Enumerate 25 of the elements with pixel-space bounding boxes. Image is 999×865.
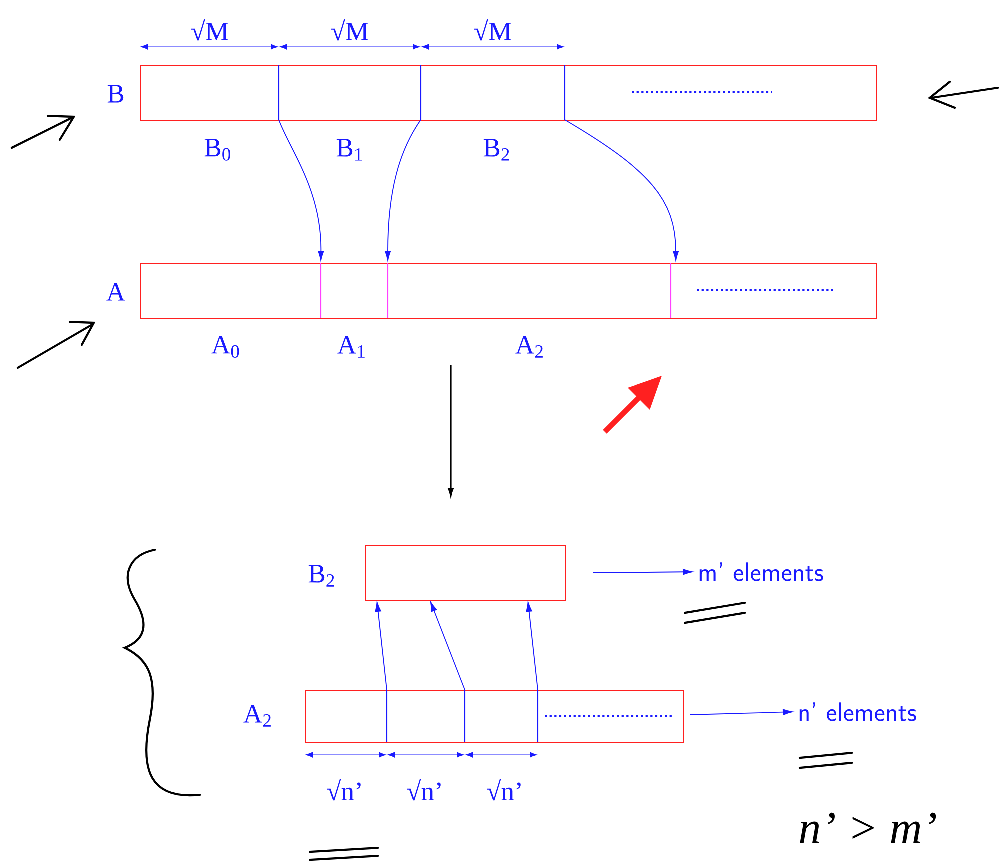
node-label: A	[106, 283, 126, 301]
array-box: B	[108, 65, 878, 122]
array-box: A	[106, 263, 878, 320]
dimension-label: √M	[474, 19, 512, 41]
array-box: A$_{2}$	[244, 690, 684, 744]
text-label: n’ elements	[800, 702, 916, 722]
text-label: m’ elements	[700, 562, 824, 582]
arrow	[564, 120, 680, 261]
dimension-label: √n’	[407, 779, 441, 801]
node-label: B$_{2}$	[308, 565, 334, 587]
array-box: B$_{2}$	[308, 545, 566, 602]
arrow	[278, 120, 324, 261]
arrow	[690, 709, 793, 716]
arrow	[384, 120, 422, 261]
dimension-label: √M	[332, 19, 368, 41]
arrow	[430, 602, 466, 690]
arrow	[375, 602, 388, 690]
arrow	[592, 569, 693, 576]
handwritten-note: n’ > m’	[800, 812, 936, 844]
node-label: A$_{2}$	[244, 705, 271, 727]
dimension-label: √n’	[327, 779, 361, 801]
dimension-label: √M	[192, 19, 228, 41]
arrow	[526, 602, 538, 690]
node-label: B	[108, 85, 124, 103]
dimension-label: √n’	[487, 779, 521, 801]
